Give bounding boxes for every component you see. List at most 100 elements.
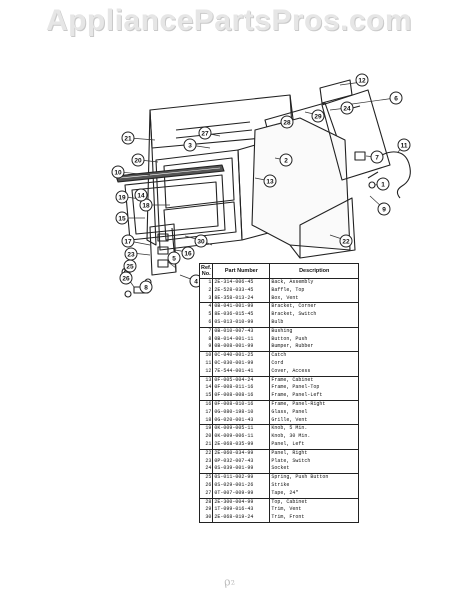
description-cell: Catch (269, 351, 359, 360)
handwritten-mark: ρ₂ (223, 574, 236, 589)
description-cell: Trim, Vent (269, 506, 359, 515)
svg-text:5: 5 (172, 255, 176, 262)
ref-no-cell: 18 (198, 416, 214, 425)
front-trim-shape (115, 164, 225, 183)
back-panel-shape (251, 102, 356, 259)
callout-8: 8 (139, 280, 153, 294)
part-number-cell: 2E-528-033-45 (212, 286, 271, 295)
description-cell: Strike (269, 481, 359, 490)
description-header: Description (269, 263, 359, 279)
part-number-cell: 0F-008-011-16 (212, 384, 271, 393)
part-number-cell: 0B-041-001-99 (212, 302, 271, 312)
description-cell: Knob, 30 Min. (269, 433, 359, 441)
svg-text:3: 3 (188, 142, 192, 149)
ref-no-cell: 20 (198, 433, 214, 441)
part-number-cell: 1T-099-016-43 (212, 506, 271, 515)
callout-17: 17 (121, 234, 135, 248)
svg-text:19: 19 (118, 194, 126, 201)
part-number-cell: 0B-010-007-43 (212, 326, 271, 336)
callout-28: 28 (280, 115, 294, 129)
ref-no-cell: 14 (198, 384, 214, 393)
svg-text:20: 20 (134, 157, 142, 164)
door-panel-shape (124, 174, 226, 241)
ref-no-cell: 9 (198, 343, 214, 352)
description-cell: Bracket, Corner (269, 302, 359, 312)
description-cell: Frame, Panel-Left (269, 392, 359, 401)
description-cell: Frame, Panel-Right (269, 399, 359, 409)
callout-12: 12 (355, 73, 369, 87)
ref-no-cell: 24 (198, 465, 214, 474)
ref-no-cell: 15 (198, 392, 214, 401)
svg-text:29: 29 (314, 113, 322, 120)
svg-text:22: 22 (342, 238, 350, 245)
part-number-cell: 2E-060-034-99 (212, 448, 271, 458)
part-number-cell: 2E-068-019-24 (212, 514, 271, 523)
callout-2: 2 (279, 153, 293, 167)
ref-no-cell: 3 (198, 294, 214, 303)
part-number-header: Part Number (212, 263, 271, 279)
callout-7: 7 (370, 150, 384, 164)
ref-no-cell: 8 (198, 335, 214, 344)
svg-text:18: 18 (142, 202, 150, 209)
description-cell: Cover, Access (269, 367, 359, 377)
svg-text:21: 21 (124, 135, 132, 142)
part-number-cell: 0C-030-001-99 (212, 359, 271, 368)
part-number-cell: 0G-080-198-10 (212, 408, 271, 417)
part-number-cell: 0K-009-005-11 (212, 424, 271, 434)
svg-text:28: 28 (283, 119, 291, 126)
description-cell: Glass, Panel (269, 408, 359, 417)
ref-no-cell: 16 (198, 399, 214, 409)
description-cell: Panel, Right (269, 448, 359, 458)
description-cell: Cord (269, 359, 359, 368)
callout-14-bubble: 14 (134, 188, 148, 202)
part-number-cell: 0K-009-006-11 (212, 433, 271, 441)
callout-15: 15 (115, 211, 129, 225)
svg-text:14: 14 (137, 192, 145, 199)
description-cell: Box, Vent (269, 294, 359, 303)
svg-text:24: 24 (343, 105, 351, 112)
ref-no-cell: 2 (198, 286, 214, 295)
description-cell: Frame, Panel-Top (269, 384, 359, 393)
callout-6: 6 (389, 91, 403, 105)
ref-no-cell: 29 (198, 506, 214, 515)
ref-no-cell: 1 (198, 278, 214, 287)
callout-27: 27 (198, 126, 212, 140)
svg-text:4: 4 (194, 278, 198, 285)
callout-10: 10 (111, 165, 125, 179)
svg-text:13: 13 (266, 178, 274, 185)
ref-no-cell: 21 (198, 440, 214, 450)
part-number-cell: 2E-068-035-99 (212, 440, 271, 450)
callout-30: 30 (194, 234, 208, 248)
description-cell: Knob, 5 Min. (269, 424, 359, 434)
callout-20: 20 (131, 153, 145, 167)
ref-no-cell: 6 (198, 318, 214, 328)
ref-no-cell: 27 (198, 489, 214, 499)
svg-text:2: 2 (284, 157, 288, 164)
ref-no-cell: 22 (198, 448, 214, 458)
description-cell: Top, Cabinet (269, 497, 359, 507)
callout-22: 22 (339, 234, 353, 248)
description-cell: Baffle, Top (269, 286, 359, 295)
callout-3: 3 (183, 138, 197, 152)
access-cover-shape (319, 79, 391, 181)
description-cell: Back, Assembly (269, 278, 359, 287)
